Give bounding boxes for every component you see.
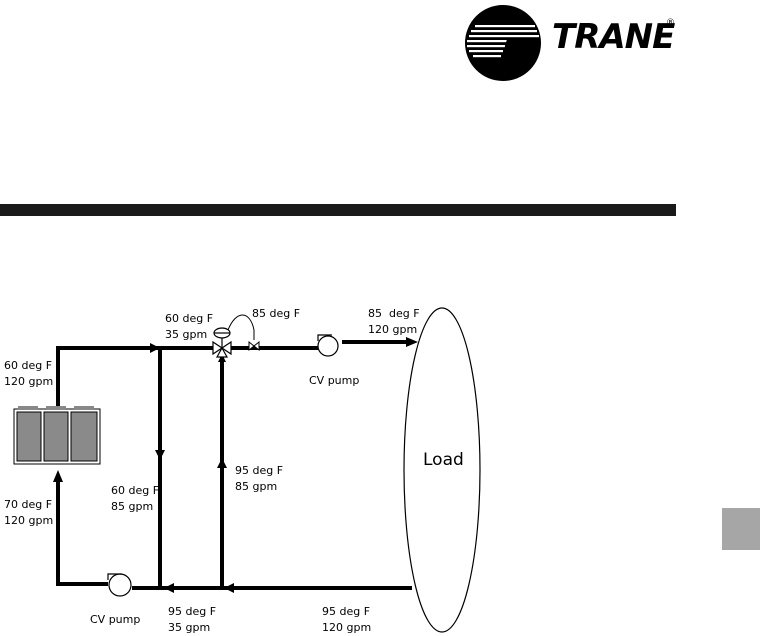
trane-logo-icon bbox=[465, 5, 541, 81]
supply-pipe bbox=[56, 346, 318, 408]
to-load-flow: 120 gpm bbox=[368, 323, 418, 336]
recirc-arrow-top bbox=[218, 354, 226, 362]
control-wire bbox=[227, 314, 255, 340]
three-way-valve-icon bbox=[212, 327, 232, 358]
section-tab bbox=[722, 508, 760, 550]
bypass-flow: 85 gpm bbox=[111, 500, 154, 513]
return-mid-temp: 95 deg F bbox=[168, 605, 217, 618]
chiller-return-pipe bbox=[56, 476, 108, 586]
recirc-temp: 95 deg F bbox=[235, 464, 284, 477]
cv-pump-top-label: CV pump bbox=[309, 374, 360, 387]
recirc-flow: 85 gpm bbox=[235, 480, 278, 493]
chiller-out-flow: 120 gpm bbox=[4, 375, 54, 388]
cv-pump-icon bbox=[107, 573, 132, 597]
cv-pump-icon bbox=[317, 334, 339, 357]
chiller-in-temp: 70 deg F bbox=[4, 498, 53, 511]
return-arrow-right bbox=[224, 583, 234, 593]
return-load-flow: 120 gpm bbox=[322, 621, 372, 634]
section-rule bbox=[0, 204, 676, 216]
cv-pump-bottom-label: CV pump bbox=[90, 613, 141, 626]
load-label: Load bbox=[423, 450, 464, 470]
temperature-sensor-icon bbox=[248, 340, 260, 352]
brand-wordmark: TRANE bbox=[552, 17, 675, 57]
valve-out-temp: 85 deg F bbox=[252, 307, 301, 320]
to-load-temp: 85 deg F bbox=[368, 307, 420, 320]
bypass-temp: 60 deg F bbox=[111, 484, 160, 497]
chiller-return-arrow bbox=[53, 470, 63, 482]
load-icon bbox=[403, 307, 481, 633]
supply-top-temp: 60 deg F bbox=[165, 312, 214, 325]
registered-mark: ® bbox=[666, 18, 675, 28]
bypass-arrow bbox=[155, 450, 165, 460]
return-mid-flow: 35 gpm bbox=[168, 621, 211, 634]
return-arrow-left bbox=[164, 583, 174, 593]
return-load-temp: 95 deg F bbox=[322, 605, 371, 618]
supply-arrows bbox=[150, 337, 418, 353]
chiller-out-temp: 60 deg F bbox=[4, 359, 53, 372]
chiller-icon bbox=[13, 406, 101, 465]
chiller-in-flow: 120 gpm bbox=[4, 514, 54, 527]
recirc-arrow bbox=[217, 458, 227, 468]
supply-top-flow: 35 gpm bbox=[165, 328, 208, 341]
